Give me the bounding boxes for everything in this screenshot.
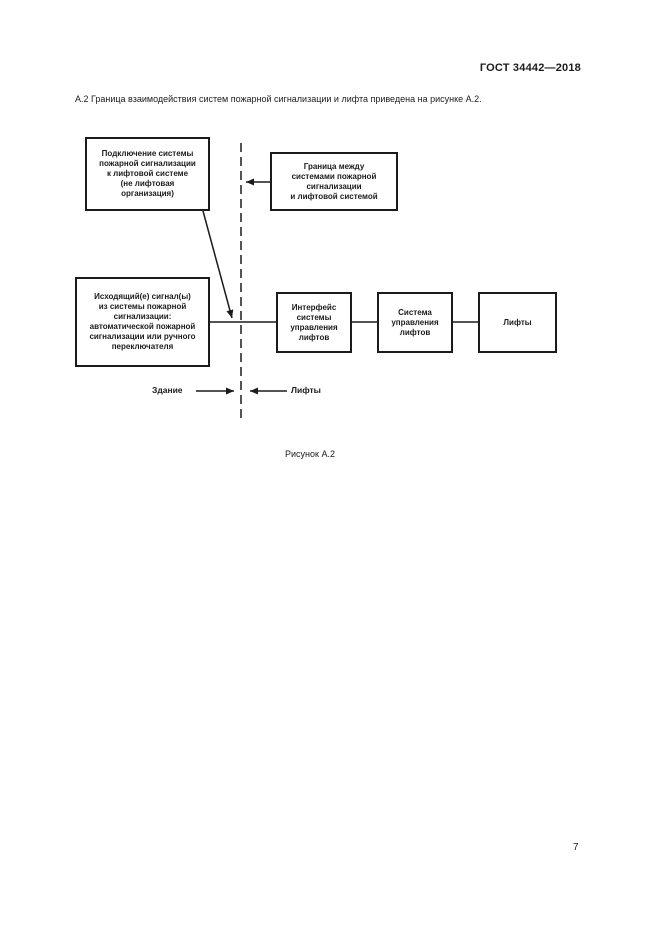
standard-number-header: ГОСТ 34442—2018 xyxy=(479,62,581,74)
page-number: 7 xyxy=(573,842,579,853)
figure-a2-diagram xyxy=(196,143,478,421)
connection-diagonal-arrow xyxy=(202,210,234,319)
clause-a2-paragraph: А.2 Граница взаимодействия систем пожарн… xyxy=(75,94,482,104)
lift-control-interface-box: Интерфейс системы управления лифтов xyxy=(276,292,352,353)
lifts-box: Лифты xyxy=(478,292,557,353)
outgoing-signals-box: Исходящий(е) сигнал(ы) из системы пожарн… xyxy=(75,277,210,367)
building-side-label: Здание xyxy=(152,385,183,395)
lift-control-system-box: Система управления лифтов xyxy=(377,292,453,353)
systems-boundary-box: Граница между системами пожарной сигнали… xyxy=(270,152,398,211)
figure-caption: Рисунок А.2 xyxy=(285,449,335,459)
lift-side-label: Лифты xyxy=(291,385,321,395)
fire-alarm-connection-box: Подключение системы пожарной сигнализаци… xyxy=(85,137,210,211)
